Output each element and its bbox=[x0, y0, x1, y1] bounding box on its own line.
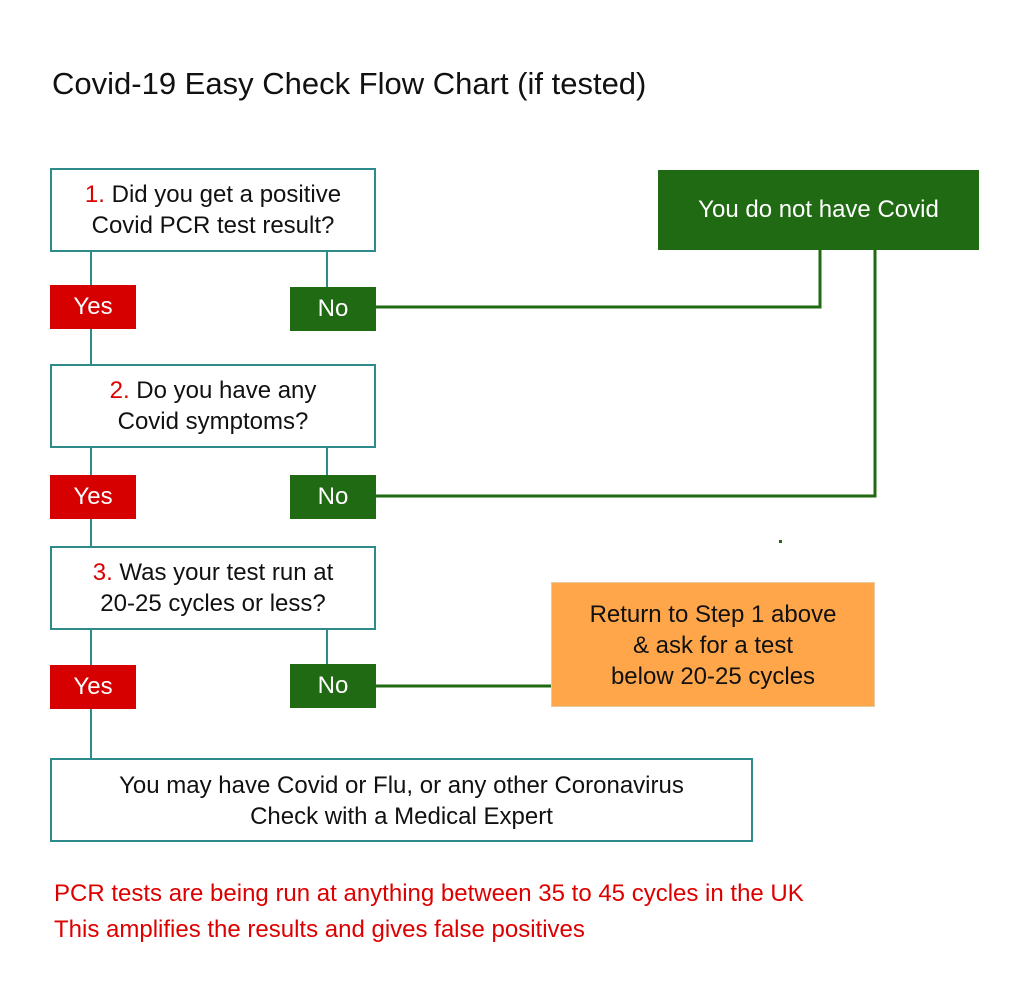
question-2-no[interactable]: No bbox=[290, 475, 376, 519]
question-2-box: 2. Do you have any Covid symptoms? bbox=[50, 364, 376, 448]
question-3-line2: 20-25 cycles or less? bbox=[100, 590, 326, 617]
question-2-line1: Do you have any bbox=[136, 377, 317, 404]
page-title: Covid-19 Easy Check Flow Chart (if teste… bbox=[52, 66, 647, 101]
question-1-line1: Did you get a positive bbox=[111, 181, 342, 208]
maybe-line1: You may have Covid or Flu, or any other … bbox=[119, 772, 684, 799]
question-3-number: 3. bbox=[92, 559, 113, 586]
question-1-line2: Covid PCR test result? bbox=[91, 212, 335, 239]
question-3-line1: Was your test run at bbox=[119, 559, 334, 586]
question-1-yes[interactable]: Yes bbox=[50, 285, 136, 329]
question-3-no[interactable]: No bbox=[290, 664, 376, 708]
question-1-box: 1. Did you get a positive Covid PCR test… bbox=[50, 168, 376, 252]
stray-dot bbox=[779, 540, 782, 543]
question-2-line2: Covid symptoms? bbox=[117, 408, 309, 435]
outcome-return-to-step-1: Return to Step 1 above & ask for a test … bbox=[551, 582, 875, 707]
question-3-yes[interactable]: Yes bbox=[50, 665, 136, 709]
connector-no1-outcome bbox=[375, 250, 822, 309]
footnote-line2: This amplifies the results and gives fal… bbox=[54, 916, 585, 943]
footnote-line1: PCR tests are being run at anything betw… bbox=[54, 880, 804, 907]
maybe-line2: Check with a Medical Expert bbox=[250, 803, 553, 830]
question-3-box: 3. Was your test run at 20-25 cycles or … bbox=[50, 546, 376, 630]
question-2-yes[interactable]: Yes bbox=[50, 475, 136, 519]
question-2-number: 2. bbox=[109, 377, 130, 404]
connector-no2-outcome bbox=[375, 250, 877, 498]
question-1-no[interactable]: No bbox=[290, 287, 376, 331]
outcome-may-have-covid: You may have Covid or Flu, or any other … bbox=[50, 758, 753, 842]
outcome-no-covid: You do not have Covid bbox=[658, 170, 979, 250]
return-line3: below 20-25 cycles bbox=[610, 663, 816, 690]
return-line1: Return to Step 1 above bbox=[589, 601, 837, 628]
question-1-number: 1. bbox=[84, 181, 105, 208]
return-line2: & ask for a test bbox=[632, 632, 794, 659]
